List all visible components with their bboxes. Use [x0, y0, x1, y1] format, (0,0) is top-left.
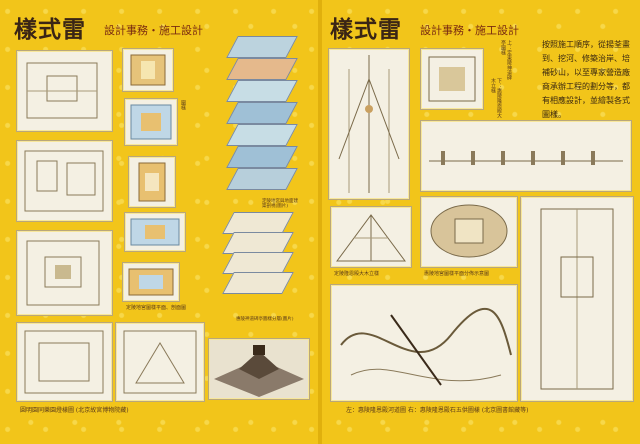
river-map-drawing: [330, 284, 518, 402]
colored-plan-2: [124, 98, 178, 146]
right-logo: 樣式雷: [330, 16, 402, 43]
left-subtitle: 設計事務・施工設計: [104, 24, 203, 37]
colored-plan-3: [128, 156, 176, 208]
triangle-truss-drawing: [330, 206, 412, 268]
right-vertical-note: 上：定東陵神道碑亭圖樣: [500, 40, 512, 80]
architecture-model-photo: [208, 338, 310, 400]
layers-top-caption: 定陵地宮與地面建築剖視(圖片): [262, 199, 298, 209]
mid-left-caption: 定陵隆恩殿大木立樣: [334, 271, 380, 277]
colored-plan-4: [124, 212, 186, 252]
plan-drawing-4: [16, 322, 113, 402]
underground-plan-drawing: [420, 196, 518, 268]
middle-vertical-note: 圖樣: [180, 100, 186, 110]
colored-plan-1: [122, 48, 174, 92]
right-bottom-caption: 左：惠陵隆恩殿河道圖 右：惠陵隆恩殿石五供圖樣 (北京圖書館藏等): [346, 407, 529, 414]
page-spine: [318, 0, 322, 444]
left-bottom-caption: 圓明園同樂園燈樣圖 (北京故宮博物院藏): [20, 407, 129, 414]
colored-plan-5: [122, 262, 180, 302]
tomb-plan-top: [420, 48, 484, 110]
facade-elevation-drawing: [420, 120, 632, 192]
plan-drawing-2: [16, 140, 113, 222]
plan-drawing-3: [16, 230, 113, 316]
middle-figure-caption: 定陵地宮圖樣平面、剖面圖: [126, 305, 187, 311]
site-plan-drawing: [520, 196, 634, 402]
right-description: 按照施工順序，從揚荃畫到、挖河、修築治岸、培補砂山，以至專家營造廠商承辦工程的劃…: [542, 40, 630, 119]
right-subtitle: 設計事務・施工設計: [420, 24, 519, 37]
plan-drawing-1: [16, 50, 113, 132]
tower-elevation-drawing: [328, 48, 410, 200]
plan-drawing-5: [115, 322, 205, 402]
right-vertical-note-2: 下：惠陵隆恩殿大木立樣: [490, 78, 502, 118]
mid-center-caption: 惠陵地宮圖樣平面分佈示意圖: [424, 271, 490, 277]
layers-bottom-caption: 惠陵神道碑亭圖樣分層(圖片): [236, 317, 294, 322]
left-logo: 樣式雷: [14, 16, 86, 43]
